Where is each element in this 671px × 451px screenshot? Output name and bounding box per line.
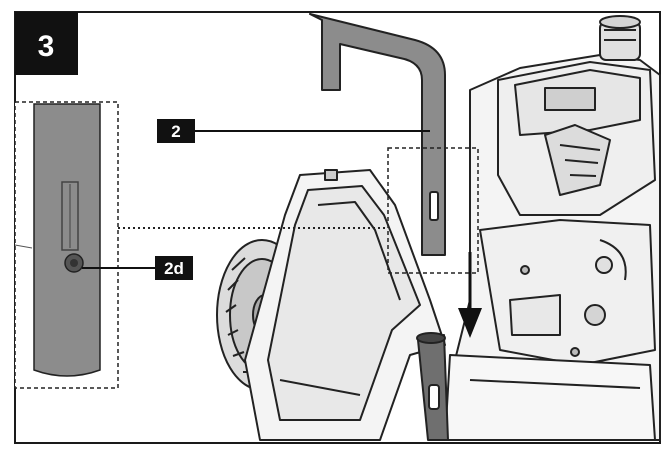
down-arrow-icon xyxy=(458,252,482,338)
callout-2d-label: 2d xyxy=(164,259,184,278)
callout-2d: 2d xyxy=(82,256,193,280)
grass-catcher-flap xyxy=(244,169,446,441)
detail-inset xyxy=(14,101,119,389)
handlebar-upper xyxy=(309,13,446,256)
callout-2-label: 2 xyxy=(171,122,180,141)
step-number: 3 xyxy=(38,30,55,63)
handlebar-lower xyxy=(416,332,449,441)
callout-2: 2 xyxy=(157,119,430,143)
lawnmower-body xyxy=(444,15,661,441)
step-number-badge: 3 xyxy=(15,12,78,75)
detail-source-box xyxy=(387,147,479,274)
